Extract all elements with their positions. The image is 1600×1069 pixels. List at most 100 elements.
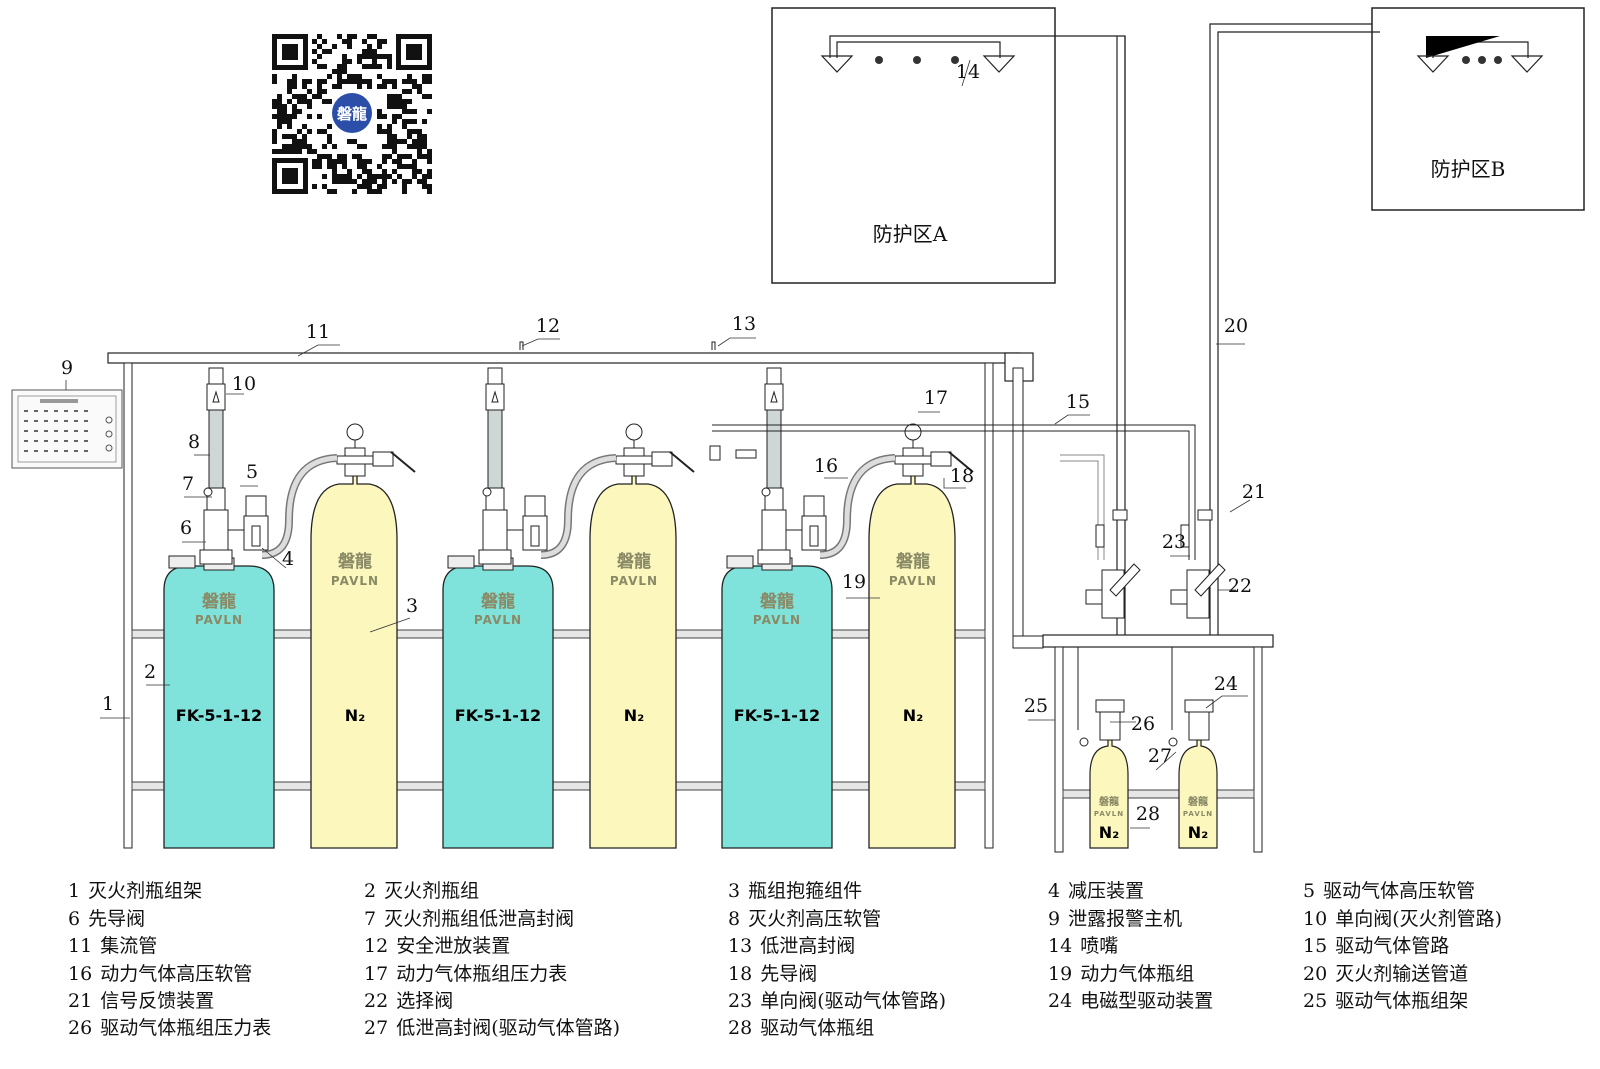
gas-valve-head bbox=[336, 423, 416, 477]
legend-text: 选择阀 bbox=[396, 990, 454, 1012]
callout-22: 22 bbox=[1228, 575, 1252, 597]
legend-text: 单向阀(驱动气体管路) bbox=[760, 990, 947, 1012]
legend-item: 23 单向阀(驱动气体管路) bbox=[728, 986, 946, 1013]
leader-line bbox=[261, 547, 287, 569]
zone-b-label: 防护区B bbox=[1431, 157, 1506, 181]
legend-text: 动力气体瓶组压力表 bbox=[396, 963, 568, 985]
callout-9: 9 bbox=[61, 357, 73, 379]
legend-number: 7 bbox=[364, 908, 377, 930]
callout-6: 6 bbox=[180, 517, 192, 539]
legend-number: 26 bbox=[68, 1017, 93, 1039]
legend-number: 4 bbox=[1048, 880, 1061, 902]
nozzle-icon bbox=[982, 55, 1016, 73]
agent-valve-stack bbox=[478, 367, 512, 565]
legend-number: 2 bbox=[364, 880, 377, 902]
selector-valves bbox=[1085, 509, 1226, 619]
legend-number: 21 bbox=[68, 990, 93, 1012]
brand-logo-cn: 磐龍 bbox=[1188, 795, 1208, 808]
leader-line bbox=[1205, 695, 1248, 709]
legend-number: 13 bbox=[728, 935, 753, 957]
callout-27: 27 bbox=[1148, 745, 1172, 767]
qr-code: 磐龍 bbox=[272, 34, 432, 194]
clamp-band-upper bbox=[131, 629, 986, 639]
pilot-valve-icon bbox=[761, 509, 787, 551]
callout-11: 11 bbox=[306, 321, 330, 343]
zone-a-label: 防护区A bbox=[873, 222, 948, 246]
agent-hose bbox=[208, 409, 224, 489]
leader-line bbox=[943, 478, 966, 489]
manifold-pipe bbox=[107, 352, 1021, 364]
leader-line bbox=[961, 59, 971, 87]
legend-number: 9 bbox=[1048, 908, 1061, 930]
legend-number: 6 bbox=[68, 908, 81, 930]
gas-cylinder-label: N₂ bbox=[345, 706, 365, 725]
legend-text: 驱动气体高压软管 bbox=[1323, 880, 1476, 902]
pressure-reducer bbox=[228, 495, 269, 551]
agent-hose bbox=[766, 409, 782, 489]
legend-text: 瓶组抱箍组件 bbox=[748, 880, 863, 902]
brand-logo-en: PAVLN bbox=[1183, 810, 1213, 818]
pressure-reducer bbox=[507, 495, 548, 551]
leader-line bbox=[717, 337, 756, 347]
nozzle-icon bbox=[1416, 55, 1450, 73]
qr-logo-text: 磐龍 bbox=[336, 105, 367, 123]
riser-pipe bbox=[1012, 367, 1044, 649]
legend-text: 单向阀(灭火剂管路) bbox=[1335, 908, 1503, 930]
nozzle-icon bbox=[820, 55, 854, 73]
check-valve-icon bbox=[1180, 524, 1190, 548]
callout-21: 21 bbox=[1242, 481, 1266, 503]
legend-number: 8 bbox=[728, 908, 741, 930]
cylinder-sets: 磐龍PAVLNFK-5-1-12磐龍PAVLNN₂磐龍PAVLNFK-5-1-1… bbox=[163, 341, 974, 849]
feedback-device-icon bbox=[1197, 509, 1213, 521]
callout-16: 16 bbox=[814, 455, 838, 477]
gas-valve-head bbox=[615, 423, 695, 477]
legend-number: 19 bbox=[1048, 963, 1073, 985]
gas-cylinder-label: N₂ bbox=[903, 706, 923, 725]
legend-text: 集流管 bbox=[100, 935, 158, 957]
callout-13: 13 bbox=[732, 313, 756, 335]
leader-line bbox=[369, 617, 411, 633]
low-leak-valve-icon bbox=[711, 341, 716, 350]
feedback-device-icon bbox=[1112, 509, 1128, 521]
brand-logo-en: PAVLN bbox=[889, 574, 937, 588]
legend-number: 25 bbox=[1303, 990, 1328, 1012]
pressure-reducer bbox=[786, 495, 827, 551]
legend-number: 17 bbox=[364, 963, 389, 985]
callout-7: 7 bbox=[182, 473, 194, 495]
callout-25: 25 bbox=[1024, 695, 1048, 717]
callout-19: 19 bbox=[842, 571, 866, 593]
brand-logo-cn: 磐龍 bbox=[1099, 795, 1119, 808]
callout-17: 17 bbox=[924, 387, 948, 409]
legend-number: 23 bbox=[728, 990, 753, 1012]
agent-cylinder-label: FK-5-1-12 bbox=[455, 706, 541, 725]
callout-5: 5 bbox=[246, 461, 258, 483]
callout-3: 3 bbox=[406, 595, 418, 617]
brand-logo-cn: 磐龍 bbox=[201, 591, 236, 612]
legend-number: 12 bbox=[364, 935, 389, 957]
legend-text: 灭火剂高压软管 bbox=[748, 908, 882, 930]
callout-2: 2 bbox=[144, 661, 156, 683]
agent-cylinder-label: FK-5-1-12 bbox=[176, 706, 262, 725]
solenoid-actuator-icon bbox=[1099, 711, 1121, 741]
legend-text: 灭火剂瓶组架 bbox=[88, 880, 203, 902]
